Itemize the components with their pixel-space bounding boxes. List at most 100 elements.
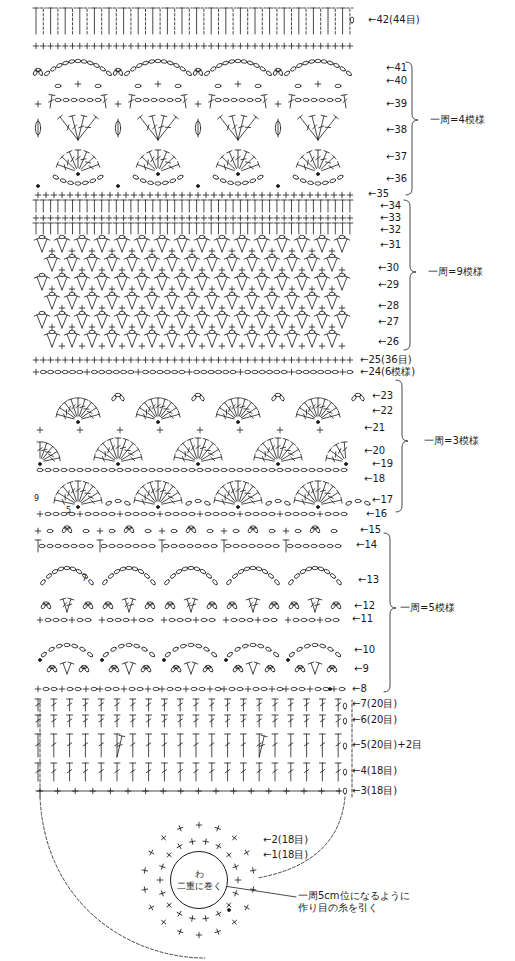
double-crochet-symbol (303, 8, 309, 34)
double-crochet-symbol (256, 715, 262, 727)
chain-symbol (343, 769, 346, 775)
chain-symbol (140, 178, 147, 183)
chain-symbol (188, 643, 194, 646)
chain-symbol (294, 573, 301, 580)
double-crochet-symbol (208, 200, 214, 212)
single-crochet-symbol (207, 686, 213, 692)
double-crochet-symbol (179, 223, 185, 234)
double-crochet-symbol (303, 200, 309, 212)
chain-symbol (81, 59, 87, 63)
double-crochet-symbol (252, 295, 260, 309)
chain-symbol (239, 311, 245, 314)
double-crochet-symbol (146, 699, 152, 711)
double-crochet-symbol (230, 200, 236, 212)
double-crochet-symbol (194, 200, 200, 212)
double-crochet-symbol (296, 8, 302, 34)
chain-symbol (329, 330, 335, 333)
single-crochet-symbol (143, 215, 149, 221)
double-crochet-symbol (82, 763, 88, 781)
double-crochet-symbol (142, 401, 155, 417)
single-crochet-symbol (69, 286, 75, 292)
chain-symbol (309, 618, 315, 621)
double-crochet-symbol (142, 314, 150, 328)
chain-symbol (201, 618, 207, 621)
chain-symbol (58, 566, 65, 571)
single-crochet-symbol (208, 43, 214, 49)
chain-symbol (271, 618, 277, 621)
repeat-bracket (396, 380, 408, 512)
double-crochet-symbol (177, 763, 183, 781)
double-crochet-symbol (202, 238, 210, 252)
double-crochet-symbol (193, 715, 199, 727)
single-crochet-symbol (267, 192, 273, 198)
single-crochet-symbol (194, 43, 200, 49)
single-crochet-symbol (121, 357, 127, 363)
double-crochet-symbol (325, 8, 331, 34)
chain-symbol (293, 618, 299, 621)
double-crochet-symbol (332, 8, 338, 34)
double-crochet-symbol (319, 481, 329, 501)
double-crochet-symbol (186, 223, 192, 234)
chain-symbol (284, 500, 291, 506)
single-crochet-symbol (208, 215, 214, 221)
row-number: ←8 (352, 683, 367, 695)
chain-symbol (87, 60, 94, 65)
single-crochet-symbol (159, 305, 165, 311)
chain-symbol (232, 602, 238, 609)
double-crochet-symbol (315, 598, 322, 612)
double-crochet-symbol (147, 151, 157, 169)
double-crochet-symbol (225, 734, 231, 757)
chain-symbol (232, 573, 239, 580)
chain-symbol (95, 98, 101, 101)
double-crochet-symbol (292, 295, 300, 309)
chain-symbol (281, 370, 287, 373)
slip-stitch-symbol (77, 421, 80, 424)
double-crochet-symbol (154, 238, 162, 252)
double-crochet-symbol (155, 150, 161, 168)
double-crochet-symbol (54, 314, 62, 328)
single-crochet-symbol (215, 910, 223, 918)
double-crochet-symbol (209, 715, 215, 727)
chain-symbol (101, 468, 107, 471)
double-crochet-symbol (51, 699, 57, 711)
chain-symbol (147, 181, 154, 185)
double-crochet-symbol (304, 763, 310, 781)
single-crochet-symbol (331, 192, 337, 198)
repeat-note: 一周=9模様 (428, 266, 483, 278)
chain-symbol (93, 63, 100, 69)
row-number: ←2(18目) (263, 834, 308, 846)
chain-symbol (208, 370, 214, 373)
chain-symbol (189, 254, 195, 257)
chain-symbol (48, 646, 55, 652)
double-crochet-symbol (320, 401, 333, 417)
double-crochet-symbol (114, 276, 122, 290)
double-crochet-symbol (261, 441, 276, 458)
chain-symbol (93, 512, 99, 515)
double-crochet-symbol (122, 276, 130, 290)
single-crochet-symbol (289, 369, 295, 375)
double-crochet-symbol (114, 763, 120, 781)
double-crochet-symbol (319, 763, 325, 781)
chain-symbol (191, 395, 197, 402)
single-crochet-symbol (109, 324, 115, 330)
chain-symbol (186, 70, 193, 76)
single-crochet-symbol (196, 788, 202, 794)
double-crochet-symbol (267, 223, 273, 234)
double-crochet-symbol (79, 398, 88, 416)
single-crochet-symbol (307, 192, 313, 198)
double-crochet-symbol (107, 438, 117, 458)
single-crochet-symbol (189, 248, 195, 254)
row-number: ←29 (378, 279, 399, 291)
chain-symbol (129, 254, 135, 257)
single-crochet-symbol (55, 215, 61, 221)
single-crochet-symbol (296, 43, 302, 49)
chain-symbol (76, 569, 83, 575)
single-crochet-symbol (149, 286, 155, 292)
chain-symbol (109, 544, 115, 547)
chain-symbol (229, 254, 235, 257)
chain-symbol (45, 468, 51, 471)
double-crochet-symbol (68, 398, 77, 416)
chain-symbol (85, 468, 91, 471)
ring-circle (171, 852, 228, 909)
chain-symbol (135, 98, 141, 101)
